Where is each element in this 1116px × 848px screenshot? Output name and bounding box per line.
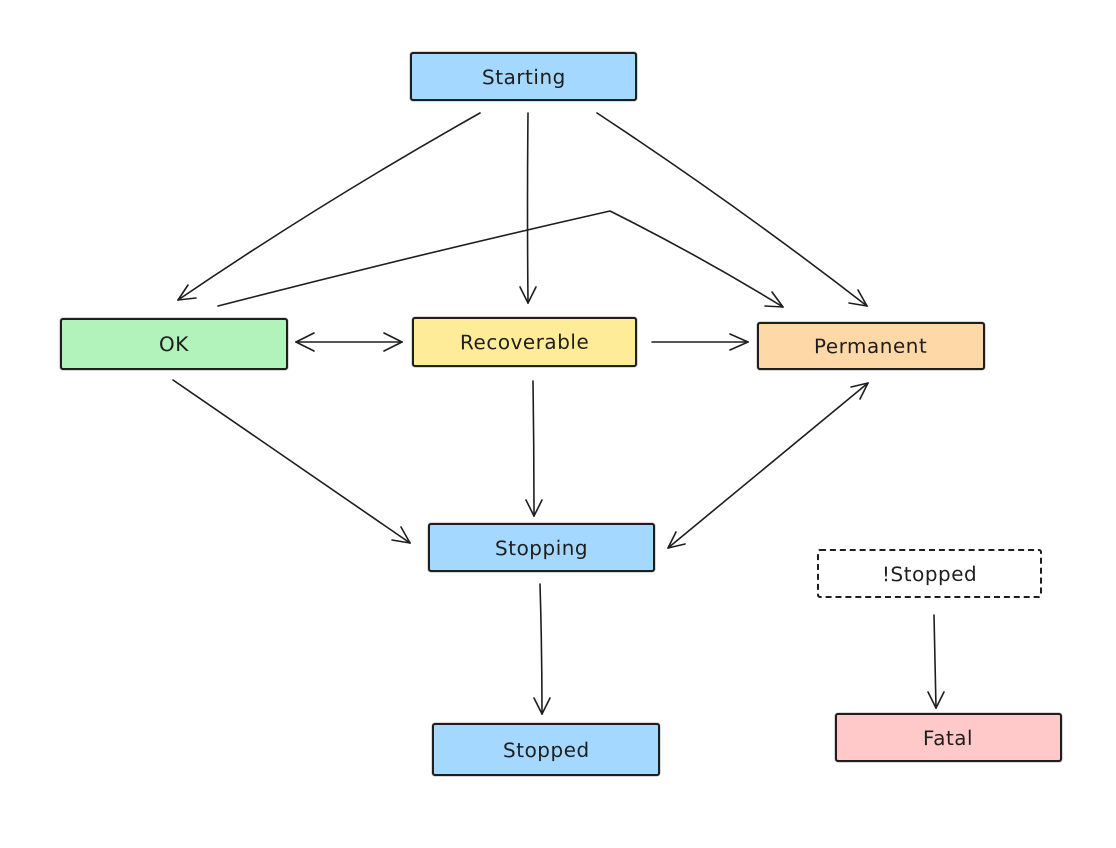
edge-ok-to-permanent: [217, 210, 784, 308]
edge-recoverable-to-permanent: [651, 333, 749, 351]
node-permanent-label: Permanent: [814, 333, 928, 359]
node-stopped[interactable]: Stopped: [432, 723, 660, 776]
edge-starting-to-permanent: [596, 112, 868, 307]
node-not-stopped-label: !Stopped: [881, 561, 978, 586]
node-recoverable[interactable]: Recoverable: [412, 317, 637, 367]
node-starting[interactable]: Starting: [410, 52, 637, 101]
node-stopping-label: Stopping: [494, 535, 589, 560]
edge-starting-to-recoverable: [519, 112, 537, 304]
node-fatal[interactable]: Fatal: [835, 713, 1062, 762]
edge-not-stopped-to-fatal: [927, 614, 945, 709]
node-recoverable-label: Recoverable: [459, 329, 590, 355]
node-ok-label: OK: [158, 331, 189, 357]
node-stopping[interactable]: Stopping: [428, 523, 655, 572]
edge-ok-recoverable-double: [295, 332, 403, 352]
node-ok[interactable]: OK: [60, 318, 288, 370]
edge-recoverable-to-stopping: [525, 380, 543, 517]
edge-stopping-to-stopped: [533, 583, 551, 715]
node-permanent[interactable]: Permanent: [757, 322, 985, 370]
node-fatal-label: Fatal: [923, 725, 974, 750]
node-stopped-label: Stopped: [502, 737, 590, 762]
edge-stopping-permanent-double: [667, 382, 869, 549]
edge-ok-to-stopping: [172, 379, 411, 544]
node-starting-label: Starting: [481, 64, 566, 89]
node-not-stopped[interactable]: !Stopped: [817, 549, 1042, 598]
edge-starting-to-ok: [177, 112, 481, 301]
